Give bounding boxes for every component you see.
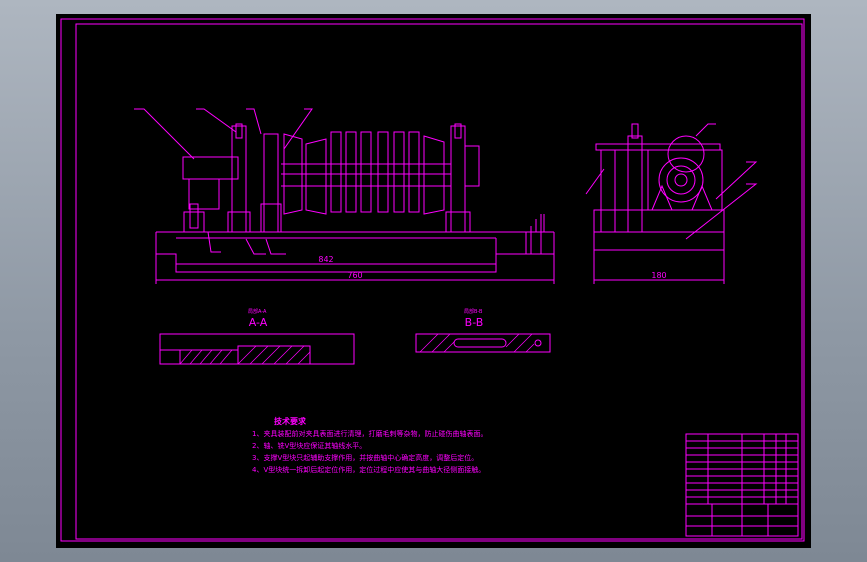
section-a-label: A-A xyxy=(249,316,268,329)
drawing-sheet: 842 760 180 局部A-A A-A 局部B-B B-B 技术要求 1、夹… xyxy=(60,18,805,542)
cad-viewport[interactable]: 842 760 180 局部A-A A-A 局部B-B B-B 技术要求 1、夹… xyxy=(56,14,811,548)
tech-req-line-4: 4、V型块统一拆卸后起定位作用，定位过程中应使其与曲轴大径侧面接触。 xyxy=(252,465,485,474)
tech-req-line-2: 2、轴、铣V型块应保证其轴线水平。 xyxy=(252,441,366,450)
tech-req-line-1: 1、夹具装配前对夹具表面进行清理，打磨毛刺等杂物，防止碰伤曲轴表面。 xyxy=(252,429,487,438)
crankshaft xyxy=(281,131,451,215)
section-hatching xyxy=(179,333,535,365)
side-view xyxy=(585,123,758,284)
front-view xyxy=(134,108,555,284)
section-a-note: 局部A-A xyxy=(248,308,267,315)
dim-180-label: 180 xyxy=(651,271,666,280)
dim-842-label: 842 xyxy=(318,255,333,264)
outer-border xyxy=(60,18,805,542)
section-b-b xyxy=(415,333,551,353)
inner-border xyxy=(75,23,803,540)
section-b-note: 局部B-B xyxy=(464,308,483,315)
section-a-a xyxy=(159,333,355,365)
tech-req-title: 技术要求 xyxy=(274,416,307,426)
title-block xyxy=(685,433,799,537)
dim-760-label: 760 xyxy=(347,271,362,280)
tech-req-line-3: 3、支撑V型块只起辅助支撑作用，并按曲轴中心确定高度，调整后定位。 xyxy=(252,453,478,462)
section-b-label: B-B xyxy=(465,316,484,329)
